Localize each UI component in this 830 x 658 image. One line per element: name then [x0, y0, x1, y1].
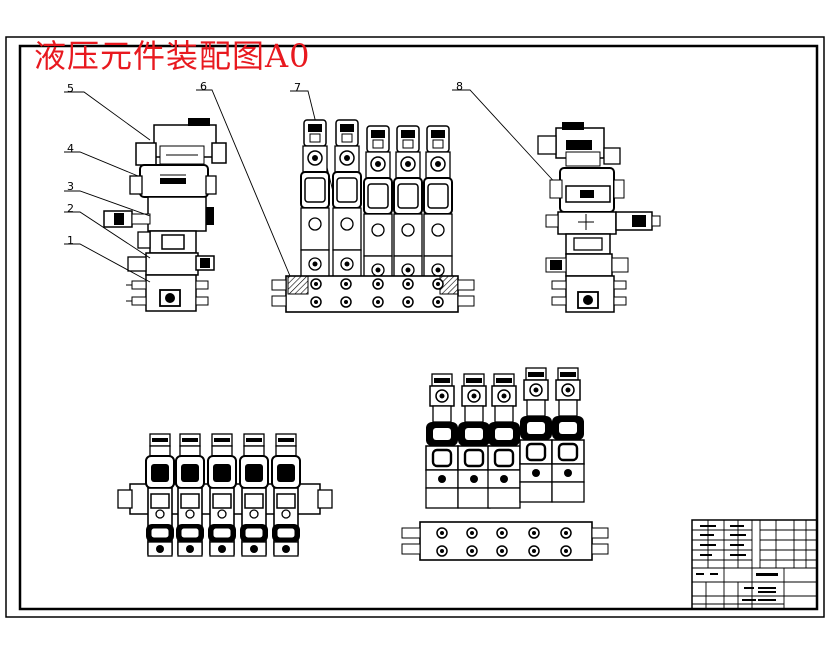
callout-1: 1	[67, 234, 74, 247]
drawing-title: 液压元件装配图A0	[34, 37, 311, 75]
callout-8: 8	[456, 80, 463, 93]
callout-4: 4	[67, 142, 74, 155]
callout-6: 6	[200, 80, 207, 93]
callout-3: 3	[67, 180, 74, 193]
iso-view	[401, 366, 609, 561]
title-block	[691, 519, 818, 610]
callout-leaders	[64, 89, 561, 283]
callout-2: 2	[67, 202, 74, 215]
title-block-marks	[696, 525, 778, 601]
callout-5: 5	[67, 82, 74, 95]
plan-view	[117, 433, 333, 557]
side-view-right	[537, 122, 661, 313]
outer-border	[5, 36, 825, 618]
front-elevation	[271, 119, 475, 313]
inner-frame	[18, 44, 819, 611]
side-view-left	[103, 118, 227, 312]
callout-7: 7	[294, 81, 301, 94]
